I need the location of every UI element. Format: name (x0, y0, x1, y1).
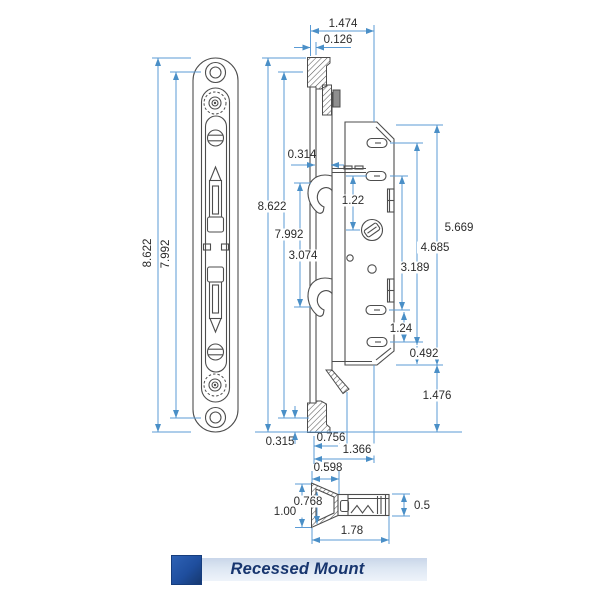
label-backgrounds (253, 194, 478, 518)
dim-side-bottom-extension: 1.476 (423, 390, 452, 402)
dim-side-body-depth: 1.366 (343, 444, 372, 456)
hook-upper (307, 174, 333, 214)
dim-side-hole-spacing: 7.992 (275, 229, 304, 241)
dim-side-body-height: 5.669 (445, 222, 474, 234)
slot-screw-top (206, 129, 225, 147)
dim-side-edge-margin: 0.315 (266, 436, 295, 448)
bottom-chamfer-inner-line (375, 347, 392, 361)
lock-side-section-view (307, 57, 395, 433)
slot-screw-bottom (206, 343, 225, 361)
dim-detail-inner-height: 0.768 (294, 496, 323, 508)
dim-side-overall-height: 8.622 (258, 201, 287, 213)
latch-upper (206, 165, 225, 233)
fold-top (332, 165, 366, 174)
dim-detail-body-height: 0.5 (414, 500, 430, 512)
bolt-guide (339, 499, 350, 513)
bolt-body (337, 493, 390, 517)
dim-side-slot-to-spindle: 1.22 (342, 195, 364, 207)
hook-lower (307, 277, 333, 317)
lock-body-outline (344, 121, 395, 366)
faceplate-bottom-flange-section (307, 400, 331, 433)
adjuster-bottom (203, 373, 227, 397)
dim-front-overall-height: 8.622 (142, 239, 154, 268)
dimension-labels: 8.622 7.992 1.474 0.126 0.314 8.622 7.99… (142, 18, 473, 537)
top-chamfer-inner-line (375, 126, 392, 143)
dim-side-hook-span: 3.074 (289, 250, 318, 262)
dim-side-top-width: 1.474 (329, 18, 358, 30)
pin-hole-small (346, 254, 354, 262)
banner-title: Recessed Mount (230, 560, 365, 578)
dim-front-hole-spacing: 7.992 (160, 240, 172, 269)
notch-right (220, 243, 230, 251)
faceplate-outer-outline (192, 57, 239, 433)
pin-hole-large (367, 264, 377, 274)
bolt-spring-zigzag (350, 504, 374, 514)
dim-side-skirt-depth: 0.756 (317, 432, 346, 444)
faceplate-inner-channel (200, 87, 231, 403)
screw-hole-bottom (204, 406, 227, 429)
dim-side-slot-span-inner: 3.189 (401, 262, 430, 274)
clip-lower (386, 278, 395, 303)
mount-bracket-bottom (325, 369, 350, 395)
banner-bar: Recessed Mount (202, 558, 427, 581)
screw-hole-top (204, 61, 227, 84)
dimension-lines (155, 28, 440, 543)
dim-side-recess-gap: 0.314 (288, 149, 317, 161)
dim-detail-cap-width: 0.598 (314, 462, 343, 474)
faceplate-top-flange-section (307, 57, 331, 90)
dim-detail-total-length: 1.78 (341, 525, 363, 537)
mount-bracket-top (322, 84, 332, 116)
mount-slots (365, 137, 388, 348)
dim-side-plate-thickness: 0.126 (324, 34, 353, 46)
dim-side-slot-span-outer: 4.685 (421, 242, 450, 254)
bracket-spacer-top (332, 89, 341, 108)
banner-accent-square (171, 555, 202, 585)
faceplate-front-view (192, 57, 239, 433)
clip-upper (386, 188, 395, 213)
notch-left (202, 243, 212, 251)
dim-side-lower-slot-gap: 1.24 (390, 323, 413, 335)
spindle-hub (360, 218, 384, 242)
dim-side-bottom-slot-offset: 0.492 (410, 348, 439, 360)
dim-detail-outer-height: 1.00 (274, 506, 296, 518)
latch-lower (206, 266, 225, 334)
adjuster-top (203, 91, 227, 115)
